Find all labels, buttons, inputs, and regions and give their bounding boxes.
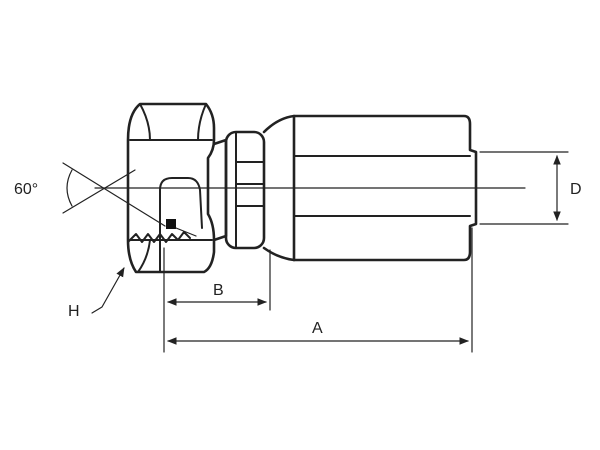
dim-d-label: D: [570, 181, 582, 198]
thread-profile: [127, 231, 191, 243]
hose-socket: [262, 114, 478, 262]
cone-angle-lines: [62, 162, 166, 227]
seal-ring: [166, 219, 176, 229]
angle-label: 60°: [14, 181, 38, 198]
dim-h-label: H: [68, 303, 80, 320]
fitting-neck: [212, 130, 266, 250]
dim-b-label: B: [213, 282, 224, 299]
leader-h: [91, 267, 125, 314]
dimension-d: [479, 151, 569, 225]
dim-a-label: A: [312, 320, 323, 337]
extension-lines: [163, 227, 473, 353]
